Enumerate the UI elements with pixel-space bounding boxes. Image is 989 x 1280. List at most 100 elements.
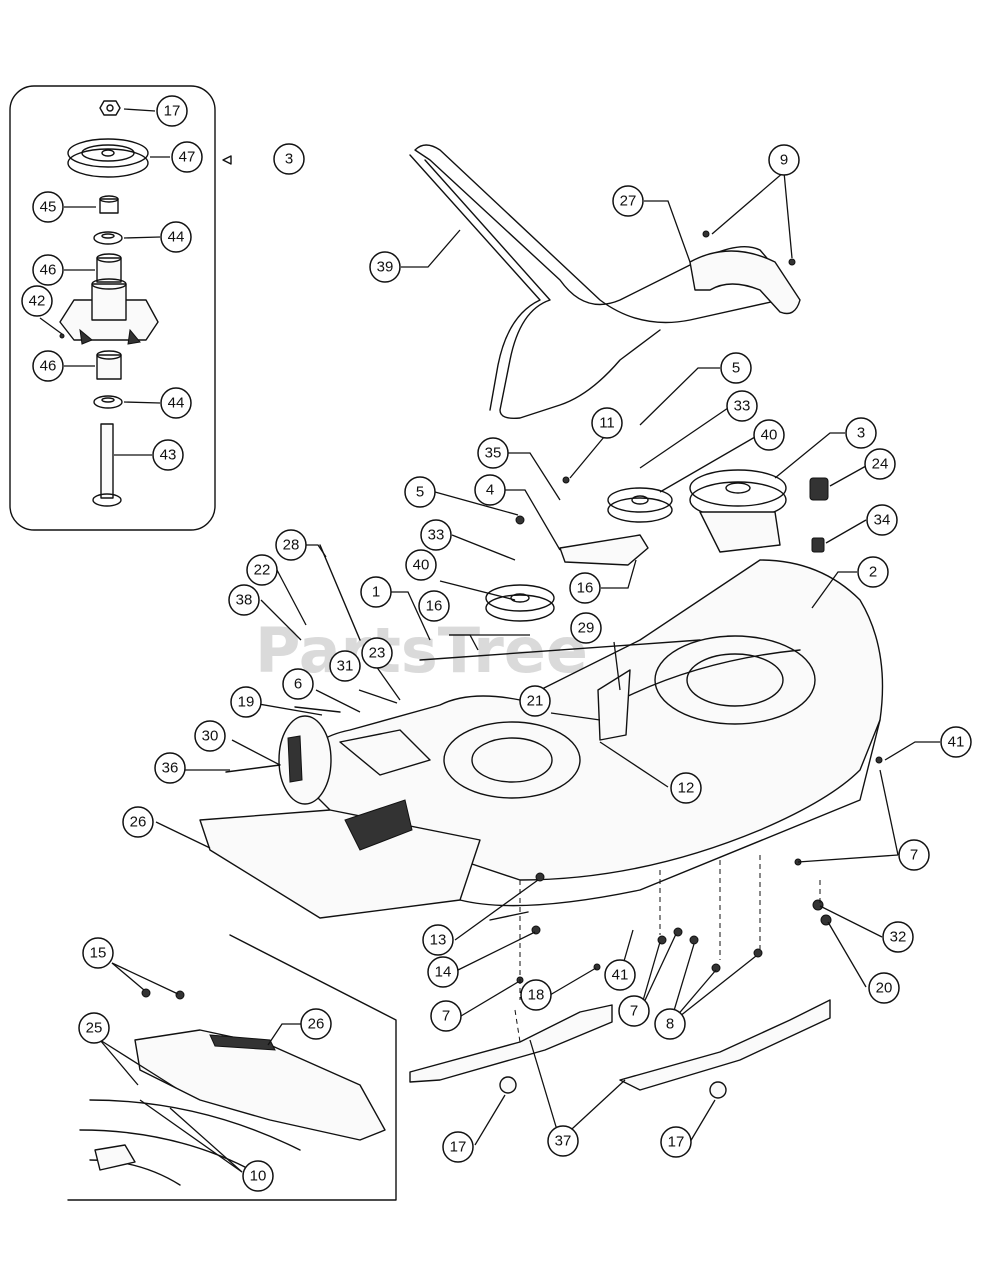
- callout-16: 16: [569, 572, 601, 604]
- callout-43-label: 43: [160, 447, 177, 464]
- callout-8: 8: [654, 1008, 686, 1040]
- callout-27-label: 27: [620, 193, 637, 210]
- callout-32-label: 32: [890, 929, 907, 946]
- washer-part: [562, 476, 570, 484]
- main-spindle-pulley: [689, 469, 787, 553]
- callout-15-label: 15: [90, 945, 107, 962]
- callout-18-label: 18: [528, 987, 545, 1004]
- callout-37: 37: [547, 1125, 579, 1157]
- callout-45-label: 45: [40, 199, 57, 216]
- callout-28: 28: [275, 529, 307, 561]
- callout-14-label: 14: [435, 964, 452, 981]
- callout-33: 33: [726, 390, 758, 422]
- belt-guard-part: [689, 230, 801, 315]
- idler-pulley-right: [607, 487, 673, 523]
- callout-26-label: 26: [308, 1016, 325, 1033]
- callout-3: 3: [273, 143, 305, 175]
- callout-41-label: 41: [612, 967, 629, 984]
- blade-left-part: [409, 1004, 613, 1083]
- leader-lines: [39, 108, 940, 1173]
- callout-26: 26: [300, 1008, 332, 1040]
- callout-7: 7: [430, 1000, 462, 1032]
- callout-3-label: 3: [857, 425, 865, 442]
- callout-6-label: 6: [294, 676, 302, 693]
- spindle-nut-part: [99, 100, 121, 116]
- deflector-part: [344, 799, 413, 851]
- callout-22: 22: [246, 554, 278, 586]
- callout-46: 46: [32, 350, 64, 382]
- callout-17-label: 17: [450, 1139, 467, 1156]
- callout-20-label: 20: [876, 980, 893, 997]
- callout-28-label: 28: [283, 537, 300, 554]
- callout-13-label: 13: [430, 932, 447, 949]
- callout-16-label: 16: [577, 580, 594, 597]
- callout-46: 46: [32, 254, 64, 286]
- bearing-washer-top-part: [93, 231, 123, 245]
- callout-9: 9: [768, 144, 800, 176]
- callout-23: 23: [361, 637, 393, 669]
- callout-40-label: 40: [413, 557, 430, 574]
- callout-14: 14: [427, 956, 459, 988]
- callout-30-label: 30: [202, 728, 219, 745]
- bolt-part: [515, 515, 525, 525]
- spindle-pulley-part: [67, 138, 149, 178]
- callout-13: 13: [422, 924, 454, 956]
- callout-46-label: 46: [40, 358, 57, 375]
- callout-18: 18: [520, 979, 552, 1011]
- gauge-wheel-part: [278, 715, 332, 805]
- callout-30: 30: [194, 720, 226, 752]
- callout-21-label: 21: [527, 693, 544, 710]
- callout-1-label: 1: [372, 584, 380, 601]
- callout-26: 26: [122, 806, 154, 838]
- spring-part: [809, 477, 829, 553]
- deck-housing-part: [299, 559, 884, 907]
- callout-4-label: 4: [486, 482, 494, 499]
- callout-25: 25: [78, 1012, 110, 1044]
- callout-40: 40: [405, 549, 437, 581]
- callout-20: 20: [868, 972, 900, 1004]
- callout-24-label: 24: [872, 456, 889, 473]
- arrow-marker: [222, 155, 232, 165]
- rod-part: [319, 544, 361, 641]
- inset-frame: [9, 85, 216, 531]
- callout-16: 16: [418, 590, 450, 622]
- bracket-part: [597, 669, 631, 741]
- callout-12: 12: [670, 772, 702, 804]
- callout-29: 29: [570, 612, 602, 644]
- callout-29-label: 29: [578, 620, 595, 637]
- spindle-shaft-part: [92, 423, 122, 507]
- callout-19: 19: [230, 686, 262, 718]
- callout-38: 38: [228, 584, 260, 616]
- callout-26-label: 26: [130, 814, 147, 831]
- callout-17-label: 17: [164, 103, 181, 120]
- callout-17: 17: [156, 95, 188, 127]
- callout-36-label: 36: [162, 760, 179, 777]
- callout-44: 44: [160, 221, 192, 253]
- callout-3: 3: [845, 417, 877, 449]
- callout-5-label: 5: [416, 484, 424, 501]
- callout-32: 32: [882, 921, 914, 953]
- callout-44-label: 44: [168, 395, 185, 412]
- discharge-chute-part: [199, 809, 481, 919]
- callout-34-label: 34: [874, 512, 891, 529]
- callout-2: 2: [857, 556, 889, 588]
- callout-19-label: 19: [238, 694, 255, 711]
- wheel-bolt-part: [225, 764, 281, 773]
- callout-8-label: 8: [666, 1016, 674, 1033]
- callout-15: 15: [82, 937, 114, 969]
- callout-25-label: 25: [86, 1020, 103, 1037]
- blade-adapter-right: [709, 1081, 727, 1099]
- callout-10: 10: [242, 1160, 274, 1192]
- callout-5-label: 5: [732, 360, 740, 377]
- callout-7-label: 7: [442, 1008, 450, 1025]
- callout-7-label: 7: [630, 1003, 638, 1020]
- callout-37-label: 37: [555, 1133, 572, 1150]
- callout-39: 39: [369, 251, 401, 283]
- callout-21: 21: [519, 685, 551, 717]
- callout-43: 43: [152, 439, 184, 471]
- callout-41: 41: [940, 726, 972, 758]
- callout-46-label: 46: [40, 262, 57, 279]
- callout-44-label: 44: [168, 229, 185, 246]
- callout-9-label: 9: [780, 152, 788, 169]
- callout-45: 45: [32, 191, 64, 223]
